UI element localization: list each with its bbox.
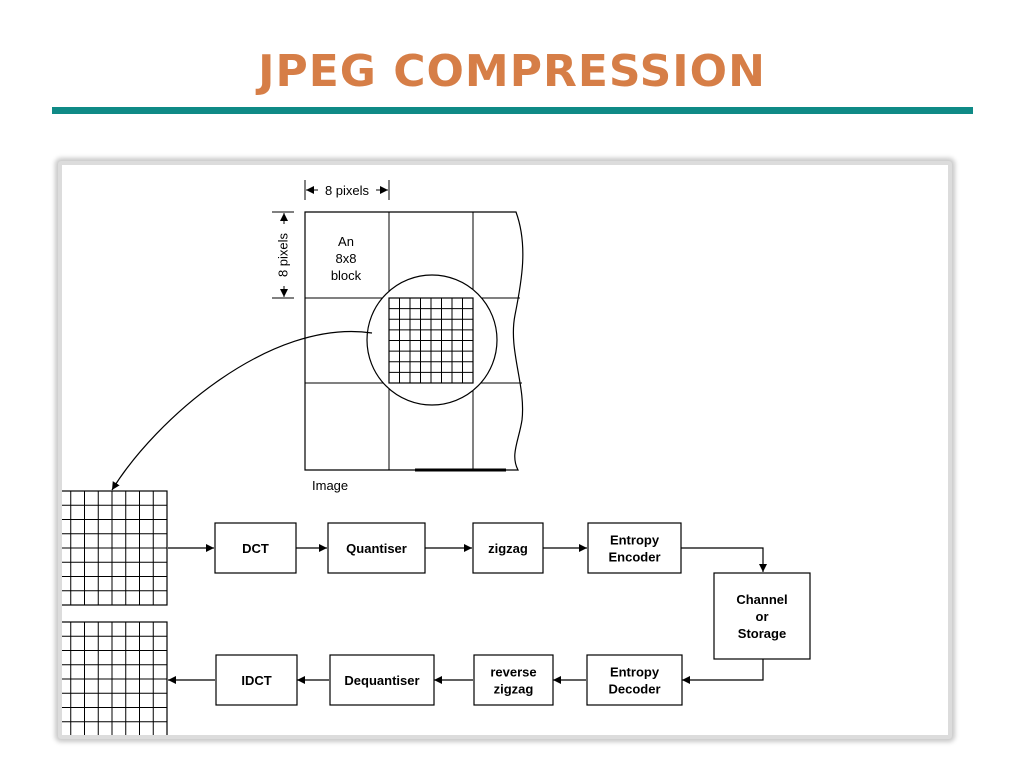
image-area: [304, 211, 524, 472]
input-block-grid: [62, 490, 168, 606]
width-dimension: 8 pixels: [304, 180, 390, 200]
block-label-text: An 8x8 block: [331, 234, 362, 283]
dequantiser-box: Dequantiser: [329, 654, 435, 706]
idct-box-label: IDCT: [241, 673, 271, 688]
block-label-line: block: [331, 268, 362, 283]
block-pointer-arrow: [111, 330, 373, 491]
dequantiser-box-label: Dequantiser: [344, 673, 419, 688]
zigzag-box-label: zigzag: [488, 541, 528, 556]
dct-box-label: DCT: [242, 541, 269, 556]
height-label: 8 pixels: [275, 232, 290, 277]
height-dimension: 8 pixels: [272, 211, 294, 299]
quantiser-box: Quantiser: [327, 522, 426, 574]
block-label-line: An: [338, 234, 354, 249]
block-label-line: 8x8: [336, 251, 357, 266]
title-rule: [52, 107, 973, 114]
output-block-grid: [62, 621, 168, 735]
image-label: Image: [312, 478, 348, 493]
block-label: An 8x8 block: [331, 234, 362, 283]
zigzag-box: zigzag: [472, 522, 544, 574]
diagram-frame: 8 pixels 8 pixels An 8x8 block Image DCT Qu…: [58, 161, 952, 739]
dct-box: DCT: [214, 522, 297, 574]
pipeline-connectors: [168, 544, 767, 684]
image-outline: [304, 211, 524, 471]
idct-box: IDCT: [215, 654, 298, 706]
slide-title: JPEG COMPRESSION: [258, 46, 766, 97]
magnified-8x8-grid: [388, 297, 474, 384]
jpeg-pipeline-diagram: 8 pixels 8 pixels An 8x8 block Image DCT Qu…: [62, 180, 811, 735]
quantiser-box-label: Quantiser: [346, 541, 407, 556]
width-label: 8 pixels: [325, 183, 370, 198]
